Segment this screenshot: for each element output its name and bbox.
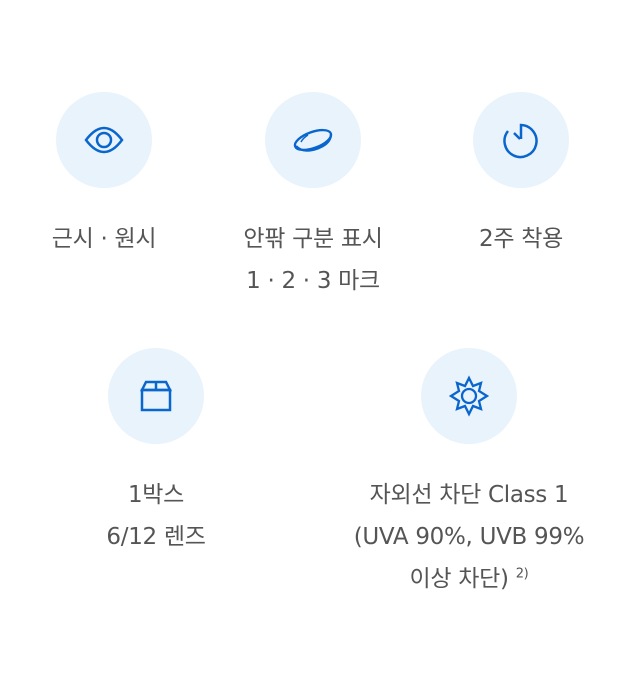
timer-icon — [473, 92, 569, 188]
feature-label: 1박스 6/12 렌즈 — [106, 474, 205, 558]
feature-label: 근시 · 원시 — [51, 218, 157, 260]
label-line: 근시 · 원시 — [51, 226, 157, 252]
feature-two-week-wear: 2주 착용 — [381, 92, 626, 260]
feature-uv-block: 자외선 차단 Class 1 (UVA 90%, UVB 99% 이상 차단) … — [319, 348, 619, 600]
label-line: 1박스 — [127, 482, 185, 508]
feature-label: 안팎 구분 표시 1 · 2 · 3 마크 — [243, 218, 382, 302]
sun-icon — [421, 348, 517, 444]
feature-inside-out-mark: 안팎 구분 표시 1 · 2 · 3 마크 — [173, 92, 453, 302]
footnote-marker[interactable]: 2) — [515, 566, 529, 582]
label-text: 이상 차단) — [409, 566, 509, 592]
label-line: (UVA 90%, UVB 99% — [353, 524, 585, 550]
label-line: 안팎 구분 표시 — [243, 226, 383, 252]
contact-lens-icon — [265, 92, 361, 188]
feature-vision: 근시 · 원시 — [0, 92, 244, 260]
eye-icon — [56, 92, 152, 188]
feature-box-count: 1박스 6/12 렌즈 — [16, 348, 296, 558]
feature-label: 2주 착용 — [479, 218, 563, 260]
label-line: 자외선 차단 Class 1 — [369, 482, 569, 508]
box-icon — [108, 348, 204, 444]
label-line: 6/12 렌즈 — [106, 524, 206, 550]
label-line: 1 · 2 · 3 마크 — [246, 268, 380, 294]
label-line: 이상 차단) 2) — [354, 558, 585, 600]
feature-label: 자외선 차단 Class 1 (UVA 90%, UVB 99% 이상 차단) … — [354, 474, 585, 600]
label-line: 2주 착용 — [479, 226, 563, 252]
